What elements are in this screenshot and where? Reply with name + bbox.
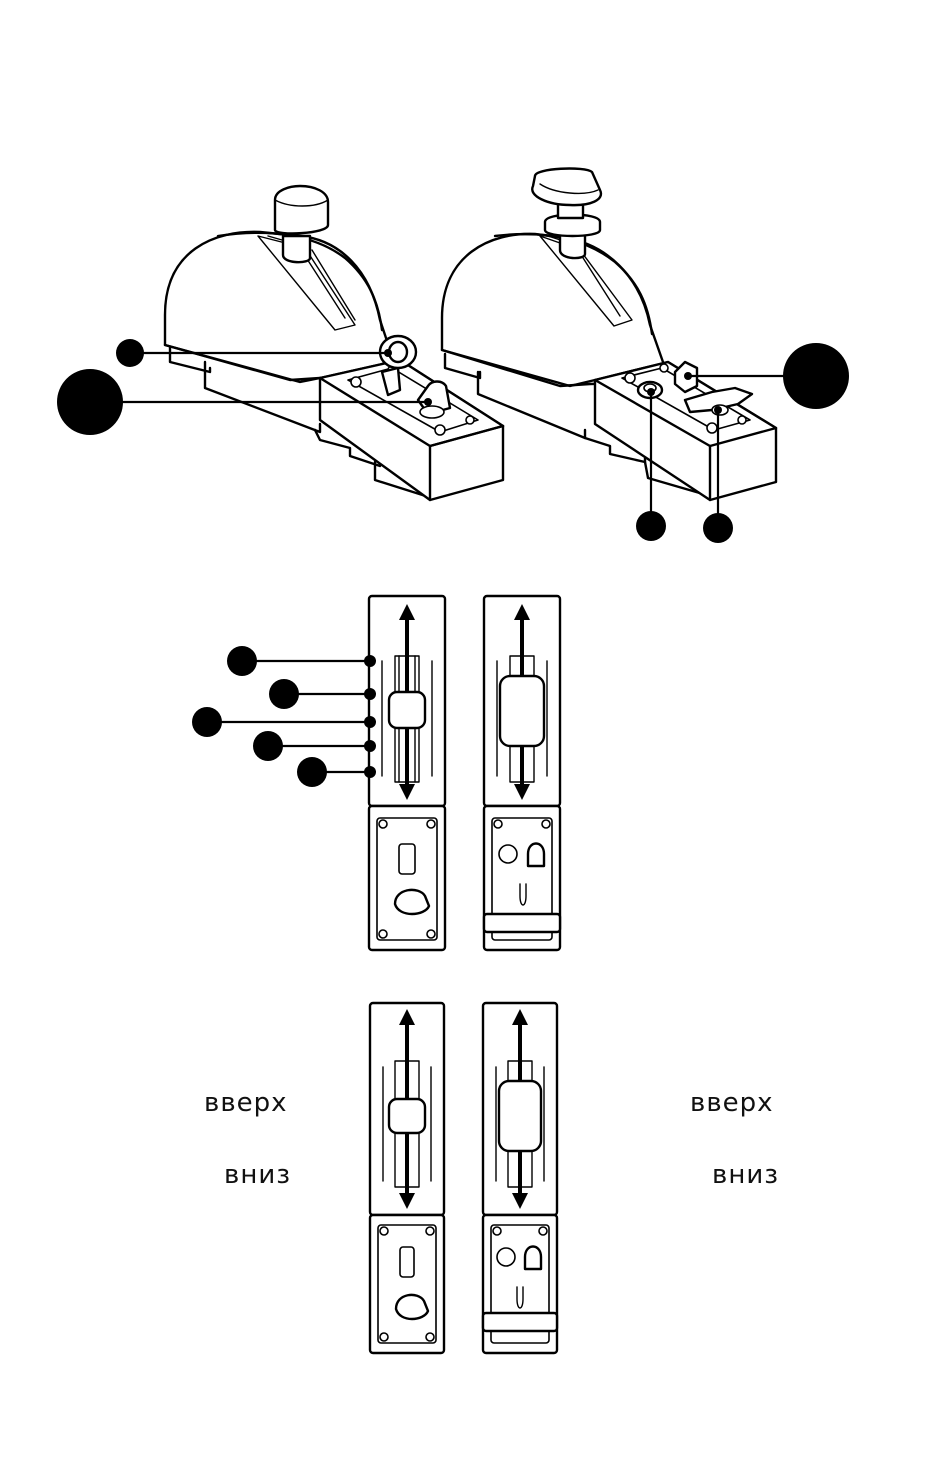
- top-view-right-1: [484, 596, 560, 950]
- callouts-middle: [192, 646, 376, 787]
- top-view-left-1: [369, 596, 445, 950]
- top-view-left-2: [370, 1003, 444, 1353]
- up-label-right: вверх: [690, 1088, 774, 1118]
- down-label-left: вниз: [224, 1160, 291, 1190]
- down-label-right: вниз: [712, 1160, 779, 1190]
- top-view-right-2: [483, 1003, 557, 1353]
- up-label-left: вверх: [204, 1088, 288, 1118]
